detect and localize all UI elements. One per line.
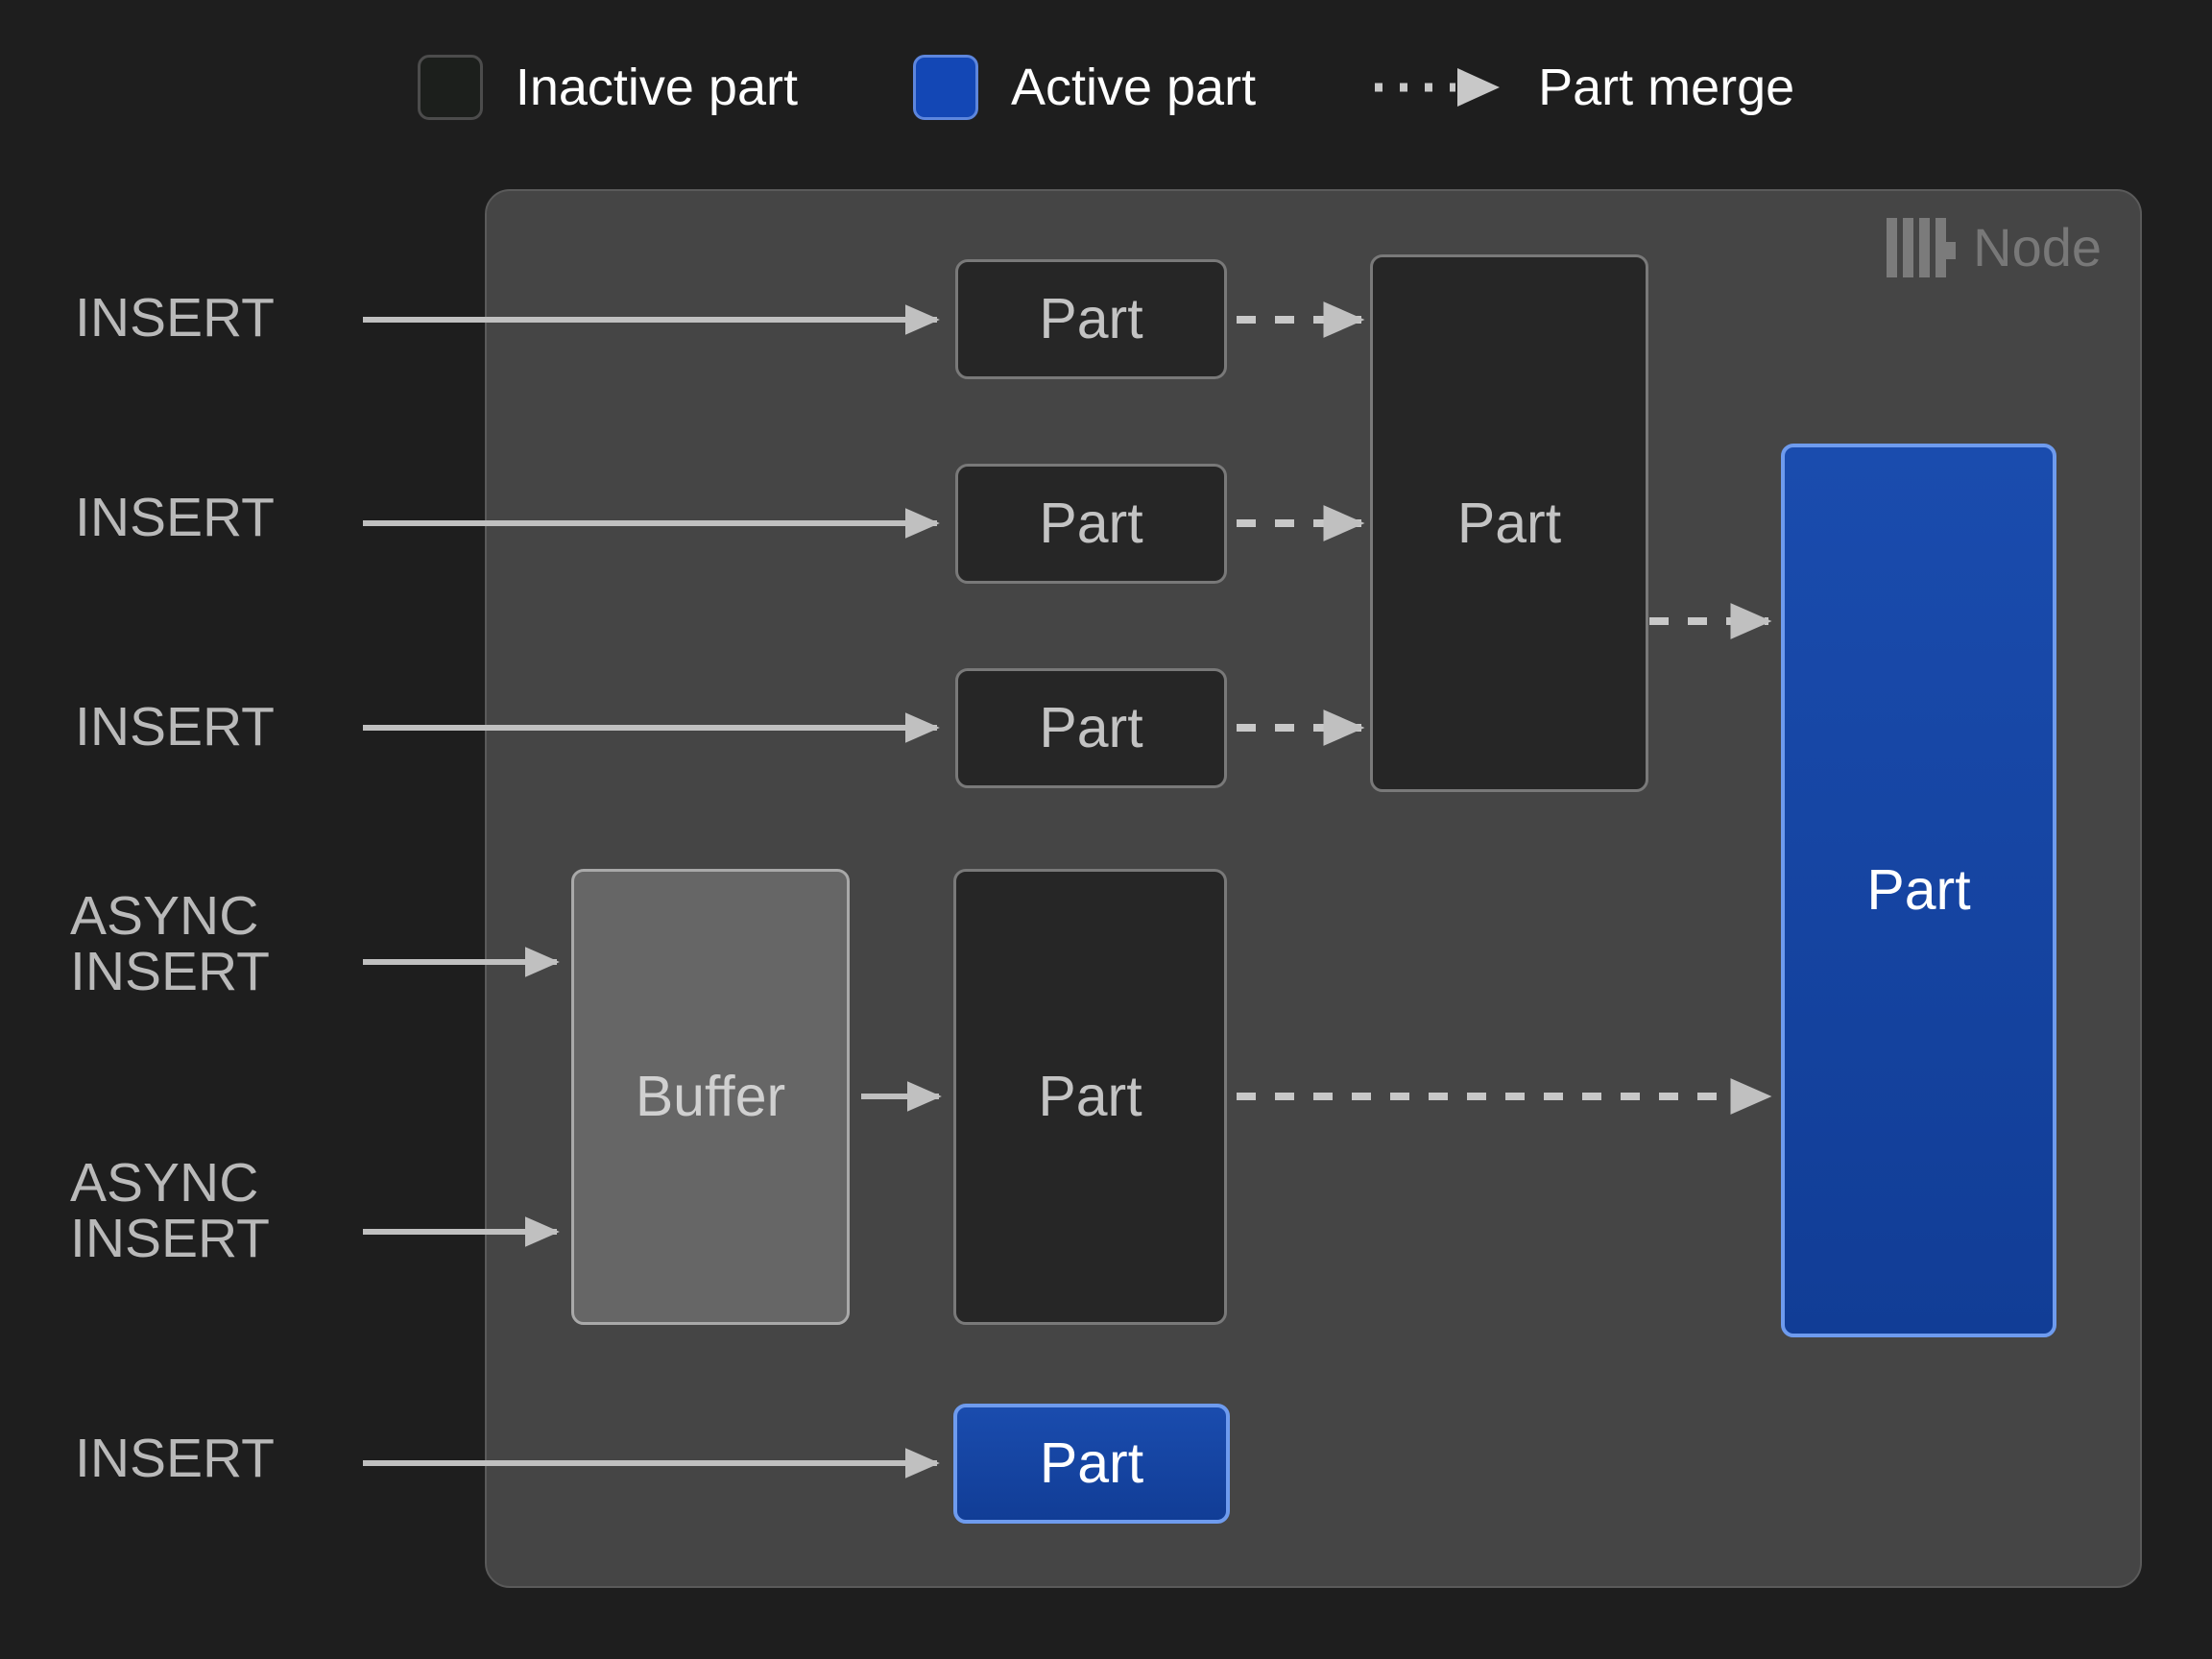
operation-label-async-insert-1: ASYNC INSERT bbox=[70, 885, 270, 1003]
part-box-insert-3[interactable]: Part bbox=[955, 668, 1227, 788]
legend-item-active-part: Active part bbox=[912, 55, 1257, 120]
part-box-insert-active[interactable]: Part bbox=[953, 1404, 1230, 1524]
part-box-final-active[interactable]: Part bbox=[1781, 444, 2056, 1337]
part-box-from-buffer[interactable]: Part bbox=[953, 869, 1227, 1325]
active-part-swatch-icon bbox=[912, 55, 978, 120]
part-box-insert-2[interactable]: Part bbox=[955, 464, 1227, 584]
legend-item-part-merge: Part merge bbox=[1371, 61, 1794, 113]
legend-label-active-part: Active part bbox=[1010, 59, 1257, 116]
node-badge: Node bbox=[1887, 218, 2102, 277]
operation-label-insert-4: INSERT bbox=[75, 1428, 275, 1489]
part-box-insert-1[interactable]: Part bbox=[955, 259, 1227, 379]
legend-item-inactive-part: Inactive part bbox=[417, 55, 798, 120]
part-box-merged[interactable]: Part bbox=[1370, 254, 1648, 792]
operation-label-async-insert-2: ASYNC INSERT bbox=[70, 1152, 270, 1270]
node-title: Node bbox=[1973, 217, 2102, 277]
part-merge-dashed-arrow-icon bbox=[1375, 68, 1501, 107]
operation-label-insert-3: INSERT bbox=[75, 696, 275, 757]
legend-label-part-merge: Part merge bbox=[1538, 59, 1795, 116]
inactive-part-swatch-icon bbox=[417, 55, 483, 120]
legend-label-inactive-part: Inactive part bbox=[515, 59, 798, 116]
buffer-box[interactable]: Buffer bbox=[571, 869, 850, 1325]
clickhouse-logo-icon bbox=[1887, 218, 1957, 277]
operation-label-insert-1: INSERT bbox=[75, 287, 275, 349]
legend: Inactive part Active part Part merge bbox=[0, 44, 2212, 131]
operation-label-insert-2: INSERT bbox=[75, 487, 275, 548]
